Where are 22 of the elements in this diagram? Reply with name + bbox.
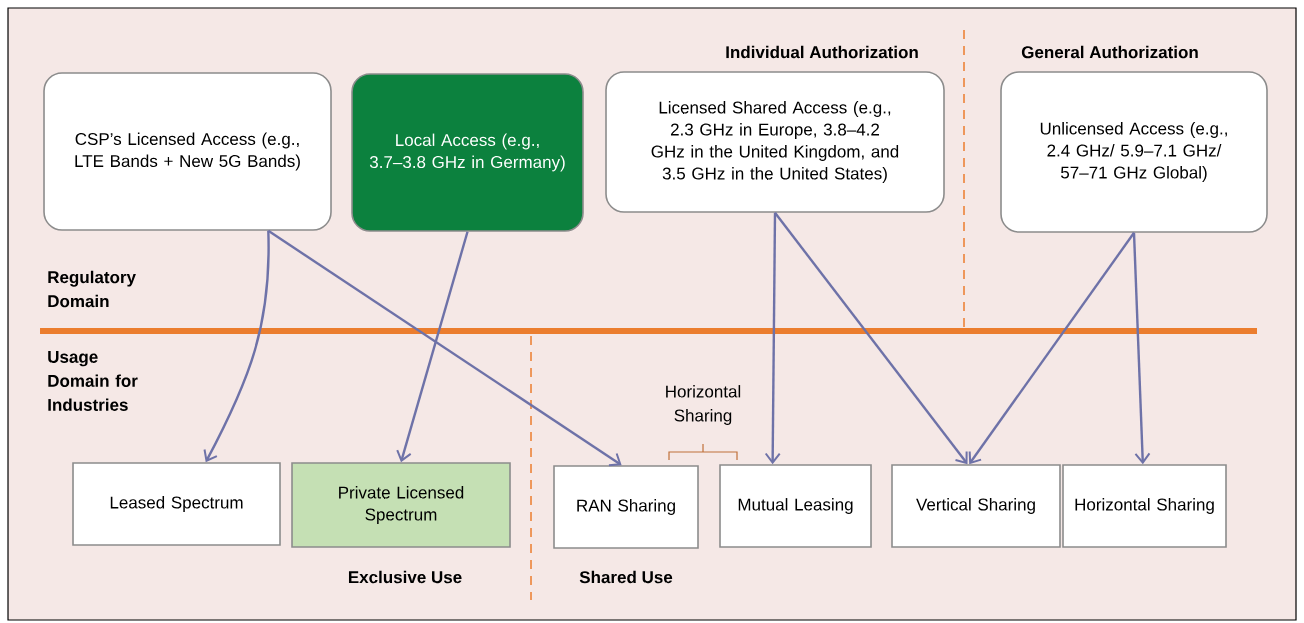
arrow	[267, 229, 622, 467]
usage-box: Mutual Leasing	[719, 464, 872, 548]
bracket-label: Horizontal Sharing	[666, 385, 741, 425]
group-label: Exclusive Use	[349, 570, 462, 584]
usage-box: RAN Sharing	[553, 465, 699, 549]
access-box: Licensed Shared Access (e.g., 2.3 GHz in Europe, 3.8–4.2 GHz in the United Kingdom, and 3.5 GHz in the United States)	[605, 71, 945, 213]
access-box: Unlicensed Access (e.g., 2.4 GHz/ 5.9–7.1 GHz/ 57–71 GHz Global)	[1000, 71, 1268, 233]
arrow	[396, 231, 469, 463]
access-box: Local Access (e.g., 3.7–3.8 GHz in Germany)	[351, 73, 584, 232]
domain-label: Regulatory Domain	[48, 270, 136, 308]
usage-box: Horizontal Sharing	[1062, 464, 1227, 548]
usage-box: Leased Spectrum	[72, 462, 281, 546]
group-label: Shared Use	[579, 570, 673, 584]
access-box: CSP’s Licensed Access (e.g., LTE Bands + New 5G Bands)	[43, 72, 332, 231]
usage-box: Vertical Sharing	[891, 464, 1061, 548]
arrow	[774, 212, 968, 465]
arrow	[203, 230, 270, 463]
domain-label: Usage Domain for Industries	[48, 351, 138, 411]
arrow	[968, 232, 1135, 465]
usage-box: Private Licensed Spectrum	[291, 462, 511, 548]
arrow	[764, 212, 781, 465]
arrow	[1132, 232, 1151, 465]
